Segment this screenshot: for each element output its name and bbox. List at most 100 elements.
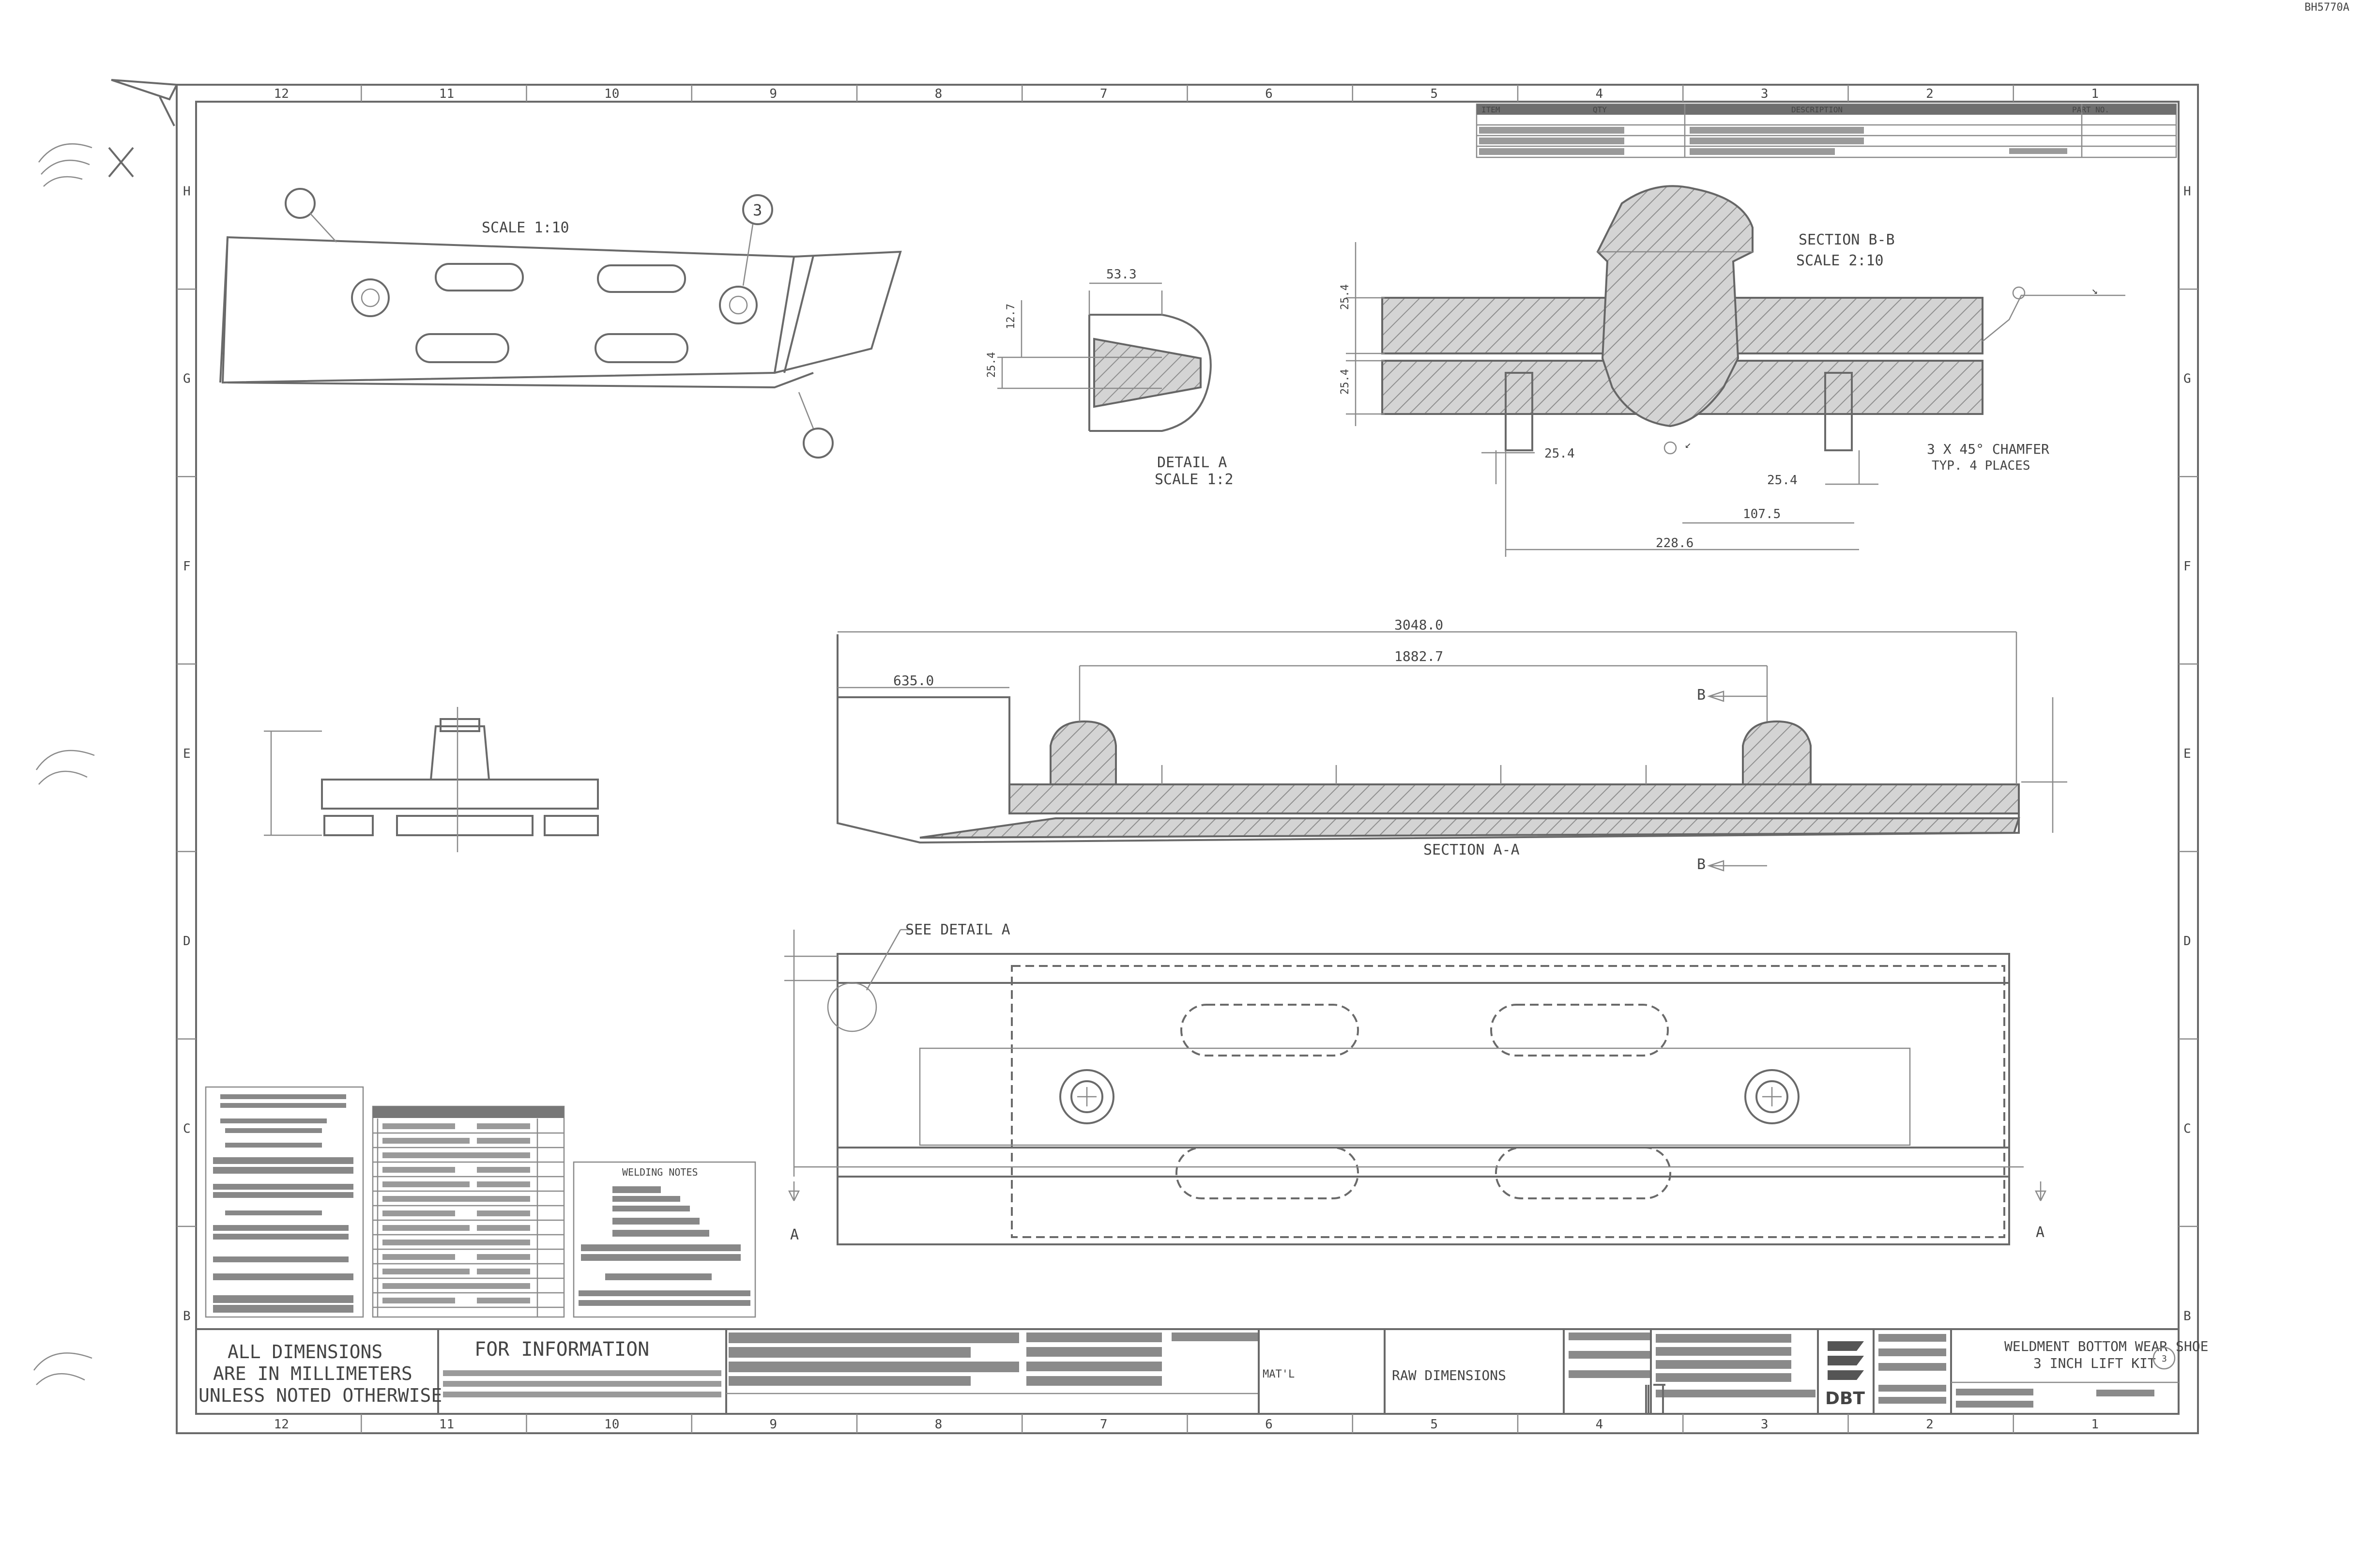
zone-right-D: D	[2183, 934, 2191, 949]
zone-bottom-8: 8	[935, 1417, 943, 1432]
detail-a-dim-depth: 25.4	[986, 352, 998, 378]
title-block: ALL DIMENSIONS ARE IN MILLIMETERS UNLESS…	[195, 1328, 2208, 1415]
detail-a-title: DETAIL A	[1157, 454, 1227, 471]
zone-top-7: 7	[1100, 87, 1108, 101]
punch-marks	[33, 143, 134, 1385]
aa-dim-overall: 3048.0	[1394, 617, 1443, 633]
zone-top-1: 1	[2091, 87, 2099, 101]
bom-col-desc: DESCRIPTION	[1791, 105, 1843, 114]
bb-chamfer-note: 3 X 45° CHAMFER	[1927, 441, 2049, 457]
corner-id: BH5770A	[2304, 1, 2349, 14]
svg-text:3: 3	[753, 201, 762, 219]
detail-a-dim-width: 53.3	[1106, 267, 1137, 282]
material-label: MAT'L	[1263, 1368, 1295, 1380]
bom-table: ITEM QTY DESCRIPTION PART NO.	[1476, 103, 2177, 158]
zone-bottom-9: 9	[769, 1417, 777, 1432]
raw-dimensions: RAW DIMENSIONS	[1392, 1367, 1506, 1383]
zone-right-C: C	[2183, 1121, 2191, 1136]
tolerance-table	[205, 1086, 364, 1318]
bb-dim-slot-left: 25.4	[1544, 446, 1575, 461]
zone-bottom-7: 7	[1100, 1417, 1108, 1432]
units-note-3: UNLESS NOTED OTHERWISE	[198, 1385, 442, 1406]
zone-bottom-5: 5	[1430, 1417, 1438, 1432]
balloon-1	[285, 188, 337, 243]
zone-top-8: 8	[935, 87, 943, 101]
see-detail-a: SEE DETAIL A	[905, 921, 1010, 938]
zone-bottom-6: 6	[1265, 1417, 1273, 1432]
drawing-title-1: WELDMENT BOTTOM WEAR SHOE	[2004, 1338, 2208, 1354]
iso-scale: SCALE 1:10	[482, 219, 569, 236]
zone-bottom-10: 10	[604, 1417, 619, 1432]
bb-dim-lower: 25.4	[1339, 369, 1351, 395]
bom-col-part: PART NO.	[2072, 105, 2109, 114]
section-bb: 25.4 25.4 SECTION B-B SCALE 2:10 ↘ ↙ 25.…	[1339, 185, 2125, 557]
bb-dim-slot-right: 25.4	[1767, 473, 1798, 488]
bb-dim-overall: 228.6	[1656, 536, 1693, 551]
zone-top-5: 5	[1430, 87, 1438, 101]
units-note-2: ARE IN MILLIMETERS	[213, 1363, 412, 1384]
bom-col-qty: QTY	[1593, 105, 1607, 114]
zone-left-H: H	[183, 184, 191, 199]
zone-bottom-12: 12	[274, 1417, 289, 1432]
detail-a-dim-gap: 12.7	[1005, 304, 1017, 329]
bb-weld-symbol: ↘	[2091, 285, 2098, 297]
zone-top-12: 12	[274, 87, 289, 101]
revision-table	[372, 1105, 565, 1318]
units-note-1: ALL DIMENSIONS	[228, 1341, 382, 1363]
bottom-marker-a-right: A	[2036, 1224, 2044, 1241]
zone-labels-top: 12 11 10 9 8 7 6 5 4 3 2 1	[274, 87, 2099, 101]
aa-dim-offset: 635.0	[893, 673, 934, 689]
zone-ticks	[177, 85, 2198, 1433]
zone-top-4: 4	[1596, 87, 1603, 101]
aa-dim-pins: 1882.7	[1394, 648, 1443, 664]
zone-bottom-3: 3	[1761, 1417, 1769, 1432]
welding-notes-table: WELDING NOTES	[573, 1161, 756, 1318]
zone-top-3: 3	[1761, 87, 1769, 101]
zone-right-F: F	[2183, 559, 2191, 574]
company-logo	[1828, 1341, 1864, 1380]
zone-left-C: C	[183, 1121, 191, 1136]
zone-right-G: G	[2183, 372, 2191, 386]
bom-col-item: ITEM	[1481, 105, 1500, 114]
bb-weld-symbol-lower: ↙	[1685, 439, 1691, 451]
zone-left-E: E	[183, 747, 191, 761]
detail-a: 53.3 12.7 25.4 DETAIL A SCALE 1:2	[986, 267, 1234, 488]
for-information-label: FOR INFORMATION	[474, 1338, 649, 1361]
zone-right-B: B	[2183, 1309, 2191, 1323]
zone-labels-left: H G F E D C B	[183, 184, 191, 1324]
drawing-title-2: 3 INCH LIFT KIT	[2033, 1355, 2156, 1371]
zone-top-2: 2	[1926, 87, 1934, 101]
bottom-view: SEE DETAIL A A A	[784, 921, 2047, 1245]
zone-top-6: 6	[1265, 87, 1273, 101]
zone-right-H: H	[2183, 184, 2191, 199]
balloon-3	[798, 392, 834, 459]
zone-bottom-2: 2	[1926, 1417, 1934, 1432]
aa-marker-b-bottom: B	[1697, 856, 1706, 873]
iso-view: SCALE 1:10 3	[219, 188, 902, 459]
bb-dim-center: 107.5	[1743, 507, 1781, 521]
bottom-marker-a-left: A	[790, 1226, 799, 1243]
zone-top-10: 10	[604, 87, 619, 101]
zone-top-9: 9	[769, 87, 777, 101]
zone-top-11: 11	[439, 87, 454, 101]
zone-left-D: D	[183, 934, 191, 949]
bb-dim-top: 25.4	[1339, 284, 1351, 310]
balloon-3-ref: 3	[2162, 1354, 2167, 1364]
side-view	[264, 707, 599, 852]
company-name: DBT	[1825, 1389, 1865, 1409]
zone-left-F: F	[183, 559, 191, 574]
zone-left-G: G	[183, 372, 191, 386]
section-aa: 3048.0 1882.7 635.0 SECTION A-A B B	[837, 617, 2067, 873]
balloon-2: 3	[742, 194, 773, 286]
detail-a-scale: SCALE 1:2	[1155, 471, 1234, 488]
zone-labels-right: H G F E D C B	[2183, 184, 2191, 1324]
bb-chamfer-sub: TYP. 4 PLACES	[1932, 459, 2030, 473]
aa-marker-b-top: B	[1697, 687, 1706, 704]
zone-bottom-11: 11	[439, 1417, 454, 1432]
bb-scale: SCALE 2:10	[1796, 252, 1884, 269]
zone-left-B: B	[183, 1309, 191, 1323]
zone-bottom-1: 1	[2091, 1417, 2099, 1432]
zone-right-E: E	[2183, 747, 2191, 761]
